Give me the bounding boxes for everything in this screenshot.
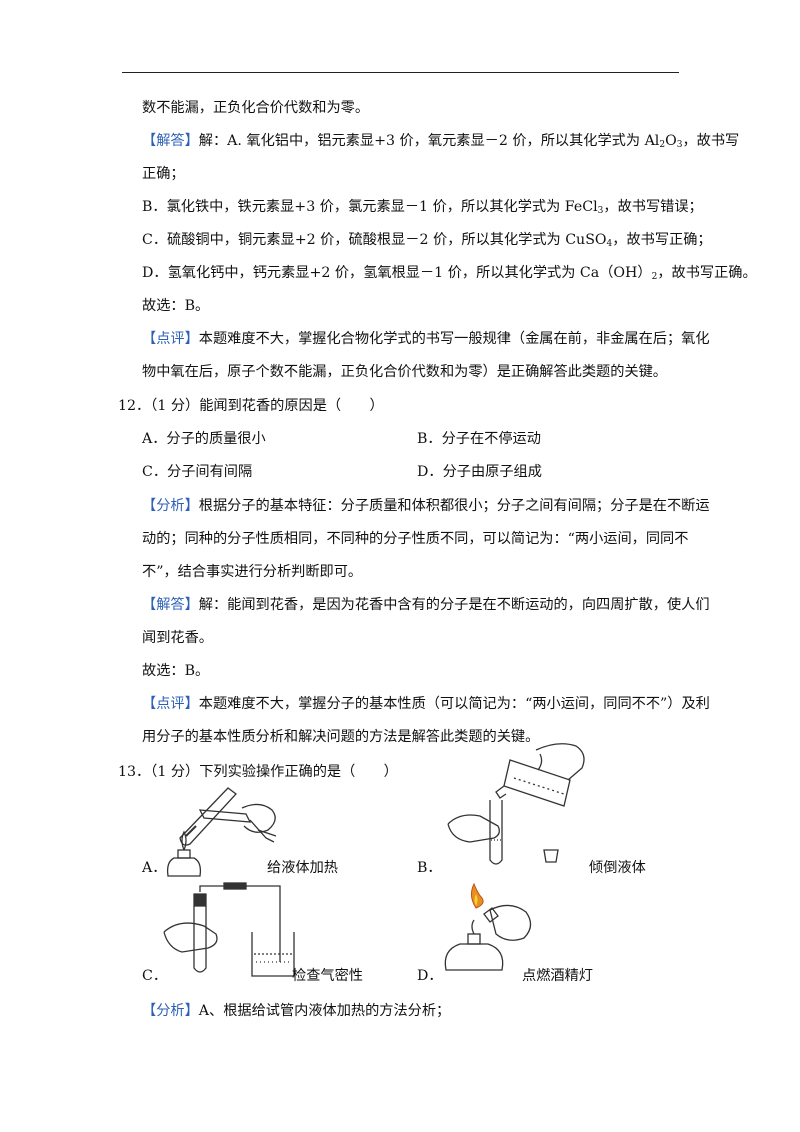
comment-text: 本题难度不大，掌握化合物化学式的书写一般规律（金属在前，非金属在后；氧化 bbox=[198, 331, 710, 347]
subscript: 4 bbox=[606, 239, 613, 249]
question-12-stem: 12．（1 分）能闻到花香的原因是（ ） bbox=[118, 398, 384, 414]
line-text: C．硫酸铜中，铜元素显+2 价，硫酸根显－2 价，所以其化学式为 CuSO bbox=[142, 232, 607, 248]
answer-text-end: ，故书写 bbox=[682, 133, 740, 149]
q12-option-b: B．分子在不停运动 bbox=[417, 431, 541, 447]
formula-part: O bbox=[665, 133, 677, 149]
line-text-end: ，故书写错误； bbox=[603, 199, 703, 215]
text-line: 闻到花香。 bbox=[142, 630, 213, 646]
text-line: 动的；同种的分子性质相同，不同种的分子性质不同，可以简记为：“两小运间，同同不 bbox=[142, 531, 689, 547]
q12-option-a: A．分子的质量很小 bbox=[142, 431, 266, 447]
text-line: 正确； bbox=[142, 166, 185, 182]
q13-option-c-letter: C． bbox=[142, 968, 168, 984]
analysis-tag: 【分析】 bbox=[142, 498, 199, 514]
text-line: 物中氧在后，原子个数不能漏，正负化合价代数和为零）是正确解答此类题的关键。 bbox=[142, 364, 667, 380]
q12-comment-line: 【点评】本题难度不大，掌握分子的基本性质（可以简记为：“两小运间，同同不不”）及… bbox=[142, 694, 710, 714]
analysis-text: 根据分子的基本特征：分子质量和体积都很小；分子之间有间隔；分子是在不断运 bbox=[198, 498, 710, 514]
q13-option-c-caption: 检查气密性 bbox=[292, 968, 363, 984]
subscript: 2 bbox=[651, 272, 658, 282]
header-rule bbox=[122, 72, 679, 73]
analysis-text: A、根据给试管内液体加热的方法分析； bbox=[198, 1003, 451, 1019]
comment-tag: 【点评】 bbox=[142, 696, 199, 712]
comment-tag: 【点评】 bbox=[142, 331, 199, 347]
q12-option-d: D．分子由原子组成 bbox=[417, 464, 542, 480]
answer-text: 解：能闻到花香，是因为花香中含有的分子是在不断运动的，向四周扩散，使人们 bbox=[198, 597, 710, 613]
q12-answer-line: 【解答】解：能闻到花香，是因为花香中含有的分子是在不断运动的，向四周扩散，使人们 bbox=[142, 595, 710, 615]
subscript: 3 bbox=[676, 140, 683, 150]
choice-line: 故选：B。 bbox=[142, 663, 210, 679]
answer-line: 【解答】解：A. 氧化铝中，铝元素显+3 价，氧元素显－2 价，所以其化学式为 … bbox=[142, 131, 739, 151]
pouring-liquid-figure bbox=[447, 743, 585, 865]
choice-line: 故选：B。 bbox=[142, 298, 210, 314]
heating-liquid-figure bbox=[166, 787, 277, 877]
analysis-tag: 【分析】 bbox=[142, 1003, 199, 1019]
option-b-line: B．氯化铁中，铁元素显+3 价，氯元素显－1 价，所以其化学式为 FeCl3，故… bbox=[142, 197, 703, 217]
q12-analysis-line: 【分析】根据分子的基本特征：分子质量和体积都很小；分子之间有间隔；分子是在不断运 bbox=[142, 496, 710, 516]
line-text-end: ，故书写正确。 bbox=[657, 265, 757, 281]
comment-text: 本题难度不大，掌握分子的基本性质（可以简记为：“两小运间，同同不不”）及利 bbox=[198, 696, 710, 712]
q13-option-b-caption: 倾倒液体 bbox=[589, 860, 646, 876]
q12-option-c: C．分子间有间隔 bbox=[142, 464, 253, 480]
q13-option-d-caption: 点燃酒精灯 bbox=[522, 968, 593, 984]
option-c-line: C．硫酸铜中，铜元素显+2 价，硫酸根显－2 价，所以其化学式为 CuSO4，故… bbox=[142, 230, 712, 250]
answer-tag: 【解答】 bbox=[142, 597, 199, 613]
airtightness-check-figure bbox=[163, 882, 295, 977]
line-text: D．氢氧化钙中，钙元素显+2 价，氢氧根显－1 价，所以其化学式为 Ca（OH） bbox=[142, 265, 652, 281]
q13-option-a-letter: A． bbox=[142, 860, 167, 876]
subscript: 3 bbox=[597, 206, 604, 216]
text-line: 不”，结合事实进行分析判断即可。 bbox=[142, 564, 363, 580]
q13-option-b-letter: B． bbox=[417, 860, 442, 876]
text-line: 用分子的基本性质分析和解决问题的方法是解答此类题的关键。 bbox=[142, 729, 540, 745]
q13-option-a-caption: 给液体加热 bbox=[267, 860, 338, 876]
line-text-end: ，故书写正确； bbox=[612, 232, 712, 248]
question-13-stem: 13．（1 分）下列实验操作正确的是（ ） bbox=[118, 764, 398, 780]
text-line: 数不能漏，正负化合价代数和为零。 bbox=[142, 100, 370, 116]
lighting-lamp-figure bbox=[444, 882, 532, 971]
line-text: B．氯化铁中，铁元素显+3 价，氯元素显－1 价，所以其化学式为 FeCl bbox=[142, 199, 598, 215]
q13-option-d-letter: D． bbox=[417, 968, 443, 984]
subscript: 2 bbox=[659, 140, 666, 150]
option-d-line: D．氢氧化钙中，钙元素显+2 价，氢氧根显－1 价，所以其化学式为 Ca（OH）… bbox=[142, 263, 757, 283]
answer-tag: 【解答】 bbox=[142, 133, 199, 149]
answer-text: 解：A. 氧化铝中，铝元素显+3 价，氧元素显－2 价，所以其化学式为 Al bbox=[198, 133, 660, 149]
q13-analysis-line: 【分析】A、根据给试管内液体加热的方法分析； bbox=[142, 1001, 450, 1021]
comment-line: 【点评】本题难度不大，掌握化合物化学式的书写一般规律（金属在前，非金属在后；氧化 bbox=[142, 329, 710, 349]
